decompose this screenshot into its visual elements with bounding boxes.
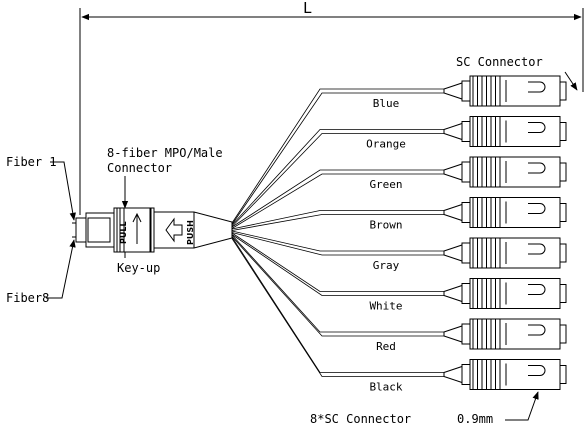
sc-housing: [499, 75, 561, 107]
sc-boot: [443, 82, 463, 100]
diameter-leader: [505, 391, 539, 421]
sc-ferrule: [559, 284, 567, 303]
sc-crimp: [461, 121, 471, 142]
sc-latch-window: [528, 284, 546, 295]
sc-ferrule: [559, 122, 567, 141]
sc-crimp: [461, 323, 471, 345]
fiber-orange: [231, 129, 444, 226]
fiber-label-white: White: [369, 300, 402, 313]
sc-housing: [499, 156, 561, 188]
sc-connector-leader: [564, 71, 578, 91]
sc-crimp: [461, 283, 471, 304]
fiber8-label: Fiber8: [6, 291, 49, 305]
fiber-green-inner: [231, 173, 444, 229]
sc-boot: [443, 163, 463, 181]
fiber-green: [231, 169, 444, 228]
dimension-label: L: [303, 0, 312, 17]
mpo-connector: [72, 207, 233, 253]
sc-boot: [443, 365, 463, 384]
sc-connector-green: [443, 156, 567, 188]
sc-connector-brown: [443, 197, 567, 228]
sc-housing: [499, 237, 561, 269]
sc-latch-window: [528, 243, 546, 255]
fiber-group: [231, 88, 444, 377]
sc-housing: [499, 197, 561, 228]
sc-connector-group: [443, 75, 567, 390]
length-dimension: [79, 8, 584, 215]
fiber-red-inner: [231, 236, 444, 337]
sc-latch-window: [528, 365, 546, 376]
leader-lines: [46, 71, 578, 421]
fiber-orange-inner: [231, 133, 444, 227]
sc-crimp: [461, 242, 471, 264]
fiber-label-red: Red: [376, 340, 396, 353]
sc-ferrule: [559, 324, 567, 344]
key-up-label: Key-up: [117, 261, 160, 275]
mpo-label-line1: 8-fiber MPO/Male: [107, 146, 223, 160]
sc-latch-window: [528, 324, 546, 336]
fiber-label-green: Green: [369, 178, 402, 191]
push-arrow-icon: [165, 217, 183, 243]
sc-crimp: [461, 161, 471, 183]
fiber-black: [231, 236, 444, 373]
fiber-blue: [231, 88, 444, 224]
fiber-label-orange: Orange: [366, 138, 406, 151]
sc-connector-label: SC Connector: [456, 55, 543, 69]
sc-boot: [443, 122, 463, 141]
sc-latch-window: [528, 203, 546, 214]
mpo-ferrule: [75, 217, 87, 243]
sc-connector-black: [443, 359, 567, 390]
sc-housing: [499, 278, 561, 309]
sc-connector-white: [443, 278, 567, 309]
sc-ferrule: [559, 243, 567, 263]
sc-boot: [443, 325, 463, 343]
mpo-inner-face: [87, 217, 111, 243]
sc-crimp: [461, 80, 471, 102]
fiber-label-black: Black: [369, 381, 402, 394]
sc-latch-window: [528, 162, 546, 174]
fiber-label-brown: Brown: [369, 219, 402, 232]
sc-ferrule: [559, 203, 567, 222]
sc-ferrule: [559, 81, 567, 101]
sc-connector-red: [443, 318, 567, 350]
sc-housing: [499, 116, 561, 147]
sc-crimp: [461, 202, 471, 223]
sc-count-label: 8*SC Connector: [310, 412, 411, 426]
sc-connector-blue: [443, 75, 567, 107]
fiber-blue-inner: [231, 92, 444, 225]
sc-latch-window: [528, 122, 546, 133]
fiber-label-blue: Blue: [373, 97, 400, 110]
sc-housing: [499, 359, 561, 390]
fiber-white: [231, 232, 444, 292]
fiber-gray: [231, 230, 444, 252]
sc-connector-gray: [443, 237, 567, 269]
fiber-brown: [231, 210, 444, 230]
fiber1-leader: [50, 161, 76, 221]
push-label: PUSH: [186, 220, 195, 245]
sc-boot: [443, 203, 463, 222]
sc-boot: [443, 284, 463, 303]
fiber-diameter-label: 0.9mm: [457, 412, 493, 426]
fiber-red: [231, 234, 444, 333]
sc-connector-orange: [443, 116, 567, 147]
sc-boot: [443, 244, 463, 262]
fiber1-label: Fiber 1: [6, 155, 57, 169]
mpo-label-line2: Connector: [107, 161, 172, 175]
fiber8-leader: [46, 239, 76, 299]
pull-label: PULL: [119, 221, 128, 244]
sc-latch-window: [528, 81, 546, 93]
fiber-white-inner: [231, 234, 444, 296]
fiber-brown-inner: [231, 214, 444, 231]
pull-arrow-icon: [132, 212, 142, 244]
sc-housing: [499, 318, 561, 350]
fiber-black-inner: [231, 238, 444, 377]
sc-ferrule: [559, 365, 567, 384]
sc-ferrule: [559, 162, 567, 182]
sc-crimp: [461, 364, 471, 385]
fiber-gray-inner: [231, 232, 444, 256]
fiber-label-gray: Gray: [373, 259, 400, 272]
